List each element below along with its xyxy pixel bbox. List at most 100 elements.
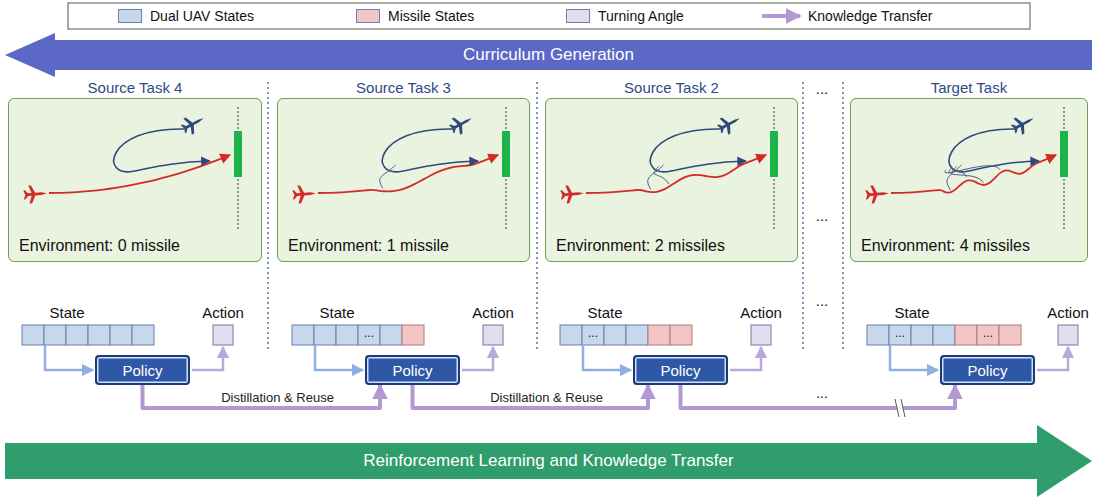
- row-label: State: [587, 305, 622, 320]
- edge-label: Distillation & Reuse: [218, 390, 337, 405]
- environment-panel: Source Task 3Environment: 1 missile: [277, 98, 530, 262]
- output-arrow: [462, 347, 493, 370]
- policy-label: Policy: [967, 362, 1007, 379]
- missile-track: [945, 166, 1000, 173]
- edge-label: Distillation & Reuse: [487, 390, 606, 405]
- uav-state-cell: [22, 325, 44, 345]
- uav-state-cell: [336, 325, 358, 345]
- action-cell: [751, 325, 771, 345]
- action-cell: [483, 325, 503, 345]
- input-arrow: [583, 346, 631, 370]
- engagement-illustration: [851, 99, 1086, 260]
- knowledge-transfer-arrow: [681, 385, 956, 408]
- uav-state-cell: [604, 325, 626, 345]
- environment-panel: Source Task 2Environment: 2 missiles: [545, 98, 798, 262]
- break-mark: [895, 399, 905, 417]
- ellipsis-mark: ...: [816, 208, 829, 223]
- task-title: Source Task 3: [278, 79, 529, 96]
- uav-state-cell: [867, 325, 889, 345]
- environment-label: Environment: 2 missiles: [556, 236, 725, 255]
- task-title: Source Task 2: [546, 79, 797, 96]
- missile-state-cell: [955, 325, 977, 345]
- environment-label: Environment: 1 missile: [288, 236, 449, 255]
- row-label: State: [319, 305, 354, 320]
- missile-track: [949, 168, 983, 183]
- missile-state-cell: [648, 325, 670, 345]
- policy-box: Policy: [633, 355, 728, 385]
- uav-state-cell: [582, 325, 604, 345]
- legend-frame: [68, 3, 1030, 29]
- output-arrow: [192, 347, 223, 370]
- input-arrow: [890, 346, 938, 370]
- environment-label: Environment: 4 missiles: [861, 236, 1030, 255]
- legend-text: Missile States: [388, 8, 474, 24]
- uav-state-cell: [88, 325, 110, 345]
- uav-state-cell: [889, 325, 911, 345]
- uav-state-cell: [66, 325, 88, 345]
- ellipsis-mark: ...: [895, 327, 905, 339]
- legend-text: Dual UAV States: [150, 8, 254, 24]
- environment-panel: Source Task 4Environment: 0 missile: [8, 98, 262, 262]
- ellipsis-mark: ...: [588, 327, 598, 339]
- policy-label: Policy: [660, 362, 700, 379]
- policy-label: Policy: [122, 362, 162, 379]
- uav-state-cell: [110, 325, 132, 345]
- legend-text: Turning Angle: [598, 8, 684, 24]
- uav-state-cell: [358, 325, 380, 345]
- knowledge-transfer-arrow: [413, 385, 649, 408]
- task-title: Source Task 4: [9, 79, 261, 96]
- uav-state-cell: [933, 325, 955, 345]
- environment-label: Environment: 0 missile: [19, 236, 180, 255]
- column-dividers: [268, 82, 843, 350]
- policy-box: Policy: [95, 355, 190, 385]
- missile-track: [380, 165, 396, 188]
- uav-state-cell: [626, 325, 648, 345]
- uav-state-cell: [44, 325, 66, 345]
- uav-state-cell: [132, 325, 154, 345]
- task-title: Target Task: [851, 79, 1087, 96]
- engagement-illustration: [278, 99, 528, 260]
- input-arrow: [315, 346, 363, 370]
- engagement-illustration: [546, 99, 796, 260]
- uav-state-cell: [560, 325, 582, 345]
- row-label: State: [49, 305, 84, 320]
- ellipsis-mark: ...: [816, 81, 829, 96]
- row-label: State: [894, 305, 929, 320]
- row-label: Action: [1047, 305, 1089, 320]
- row-label: Action: [202, 305, 244, 320]
- legend-swatch: [356, 9, 380, 23]
- output-arrow: [730, 347, 761, 370]
- uav-state-cell: [314, 325, 336, 345]
- policy-box: Policy: [940, 355, 1035, 385]
- uav-state-cell: [292, 325, 314, 345]
- curriculum-arrow: Curriculum Generation: [5, 33, 1092, 77]
- band-label: Reinforcement Learning and Knowledge Tra…: [363, 451, 733, 471]
- knowledge-transfer-arrow: [143, 385, 381, 408]
- band-label: Curriculum Generation: [463, 45, 634, 65]
- missile-state-cell: [402, 325, 424, 345]
- legend-arrow-sample: [762, 14, 800, 18]
- missile-track: [654, 167, 669, 184]
- legend-text: Knowledge Transfer: [808, 8, 933, 24]
- engagement-illustration: [9, 99, 260, 260]
- legend-swatch: [118, 9, 142, 23]
- environment-panel: Target TaskEnvironment: 4 missiles: [850, 98, 1088, 262]
- ellipsis-mark: ...: [983, 327, 993, 339]
- input-arrow: [45, 346, 93, 370]
- missile-state-cell: [977, 325, 999, 345]
- uav-state-cell: [380, 325, 402, 345]
- missile-state-cell: [999, 325, 1021, 345]
- ellipsis-mark: ...: [816, 386, 828, 400]
- row-label: Action: [740, 305, 782, 320]
- policy-label: Policy: [392, 362, 432, 379]
- action-cell: [213, 325, 233, 345]
- learning-arrow: Reinforcement Learning and Knowledge Tra…: [5, 425, 1092, 497]
- uav-state-cell: [911, 325, 933, 345]
- ellipsis-mark: ...: [364, 327, 374, 339]
- action-cell: [1058, 325, 1078, 345]
- output-arrow: [1037, 347, 1068, 370]
- legend-swatch: [566, 9, 590, 23]
- row-label: Action: [472, 305, 514, 320]
- missile-state-cell: [670, 325, 692, 345]
- policy-box: Policy: [365, 355, 460, 385]
